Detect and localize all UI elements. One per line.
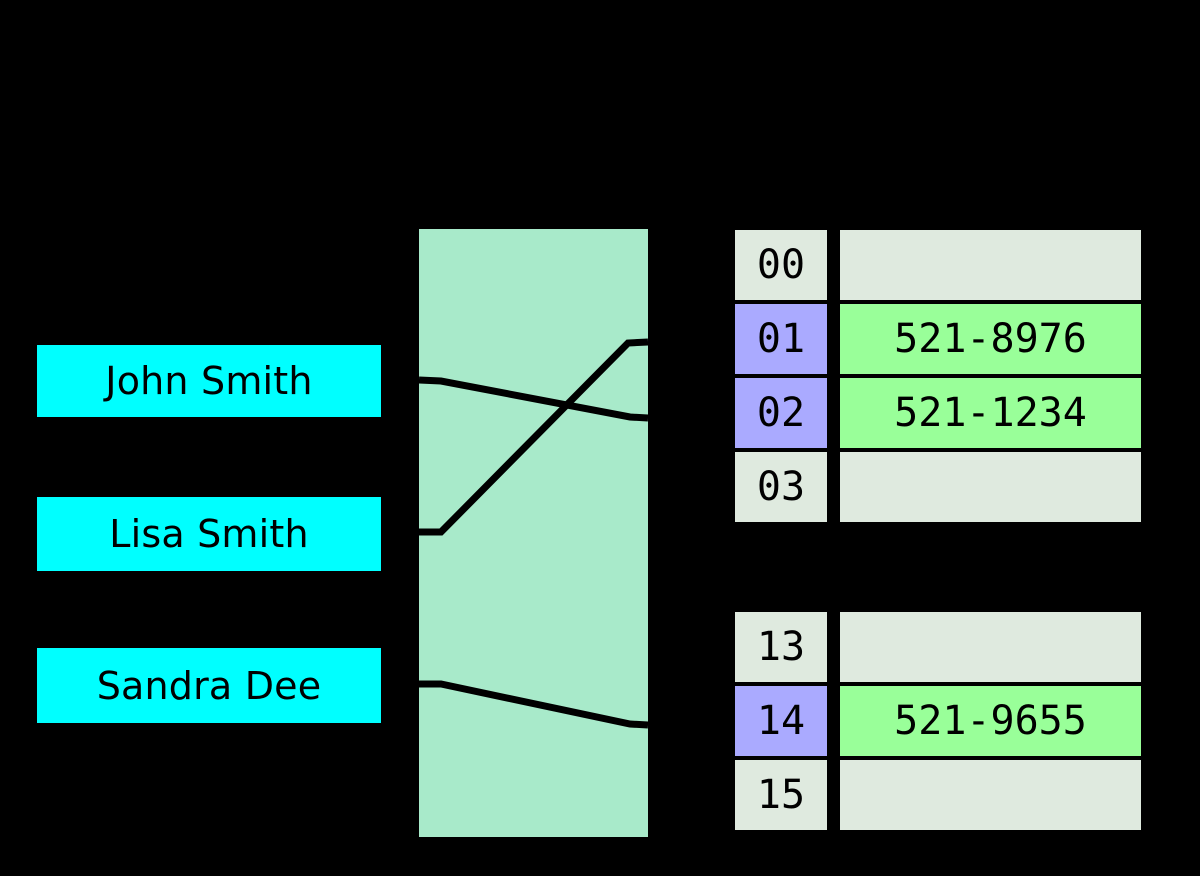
cell-gap (827, 304, 840, 374)
bucket-value-cell: 521-1234 (840, 378, 1141, 448)
bucket-index-cell: 03 (735, 452, 827, 522)
cell-gap (827, 686, 840, 756)
key-label: Sandra Dee (96, 663, 322, 708)
row-separator (735, 448, 1141, 452)
bucket-index-cell: 01 (735, 304, 827, 374)
bucket-index-cell: 15 (735, 760, 827, 830)
bucket-value-cell: 521-8976 (840, 304, 1141, 374)
key-label: John Smith (105, 359, 313, 403)
key-label: Lisa Smith (109, 512, 309, 556)
bucket-index-cell: 00 (735, 230, 827, 300)
table-row[interactable]: 00 (735, 230, 1141, 300)
bucket-index-cell: 14 (735, 686, 827, 756)
bucket-value-cell (840, 230, 1141, 300)
key-box-lisa-smith[interactable]: Lisa Smith (37, 497, 381, 571)
bucket-value-cell: 521-9655 (840, 686, 1141, 756)
hash-function-block (419, 229, 648, 837)
row-separator (735, 300, 1141, 304)
key-box-john-smith[interactable]: John Smith (37, 345, 381, 417)
table-row[interactable]: 02 521-1234 (735, 378, 1141, 448)
bucket-table-bottom: 13 14 521-9655 15 (735, 612, 1141, 835)
bucket-value-cell (840, 612, 1141, 682)
table-row[interactable]: 14 521-9655 (735, 686, 1141, 756)
table-row[interactable]: 03 (735, 452, 1141, 522)
cell-gap (827, 452, 840, 522)
key-box-sandra-dee[interactable]: Sandra Dee (37, 648, 381, 723)
row-separator (735, 374, 1141, 378)
cell-gap (827, 760, 840, 830)
cell-gap (827, 612, 840, 682)
bucket-value-cell (840, 760, 1141, 830)
row-separator (735, 682, 1141, 686)
row-separator (735, 756, 1141, 760)
bucket-table-top: 00 01 521-8976 02 521-1234 03 (735, 230, 1141, 530)
cell-gap (827, 378, 840, 448)
bucket-index-cell: 13 (735, 612, 827, 682)
bucket-value-cell (840, 452, 1141, 522)
table-row[interactable]: 01 521-8976 (735, 304, 1141, 374)
bucket-index-cell: 02 (735, 378, 827, 448)
cell-gap (827, 230, 840, 300)
table-row[interactable]: 15 (735, 760, 1141, 830)
table-row[interactable]: 13 (735, 612, 1141, 682)
